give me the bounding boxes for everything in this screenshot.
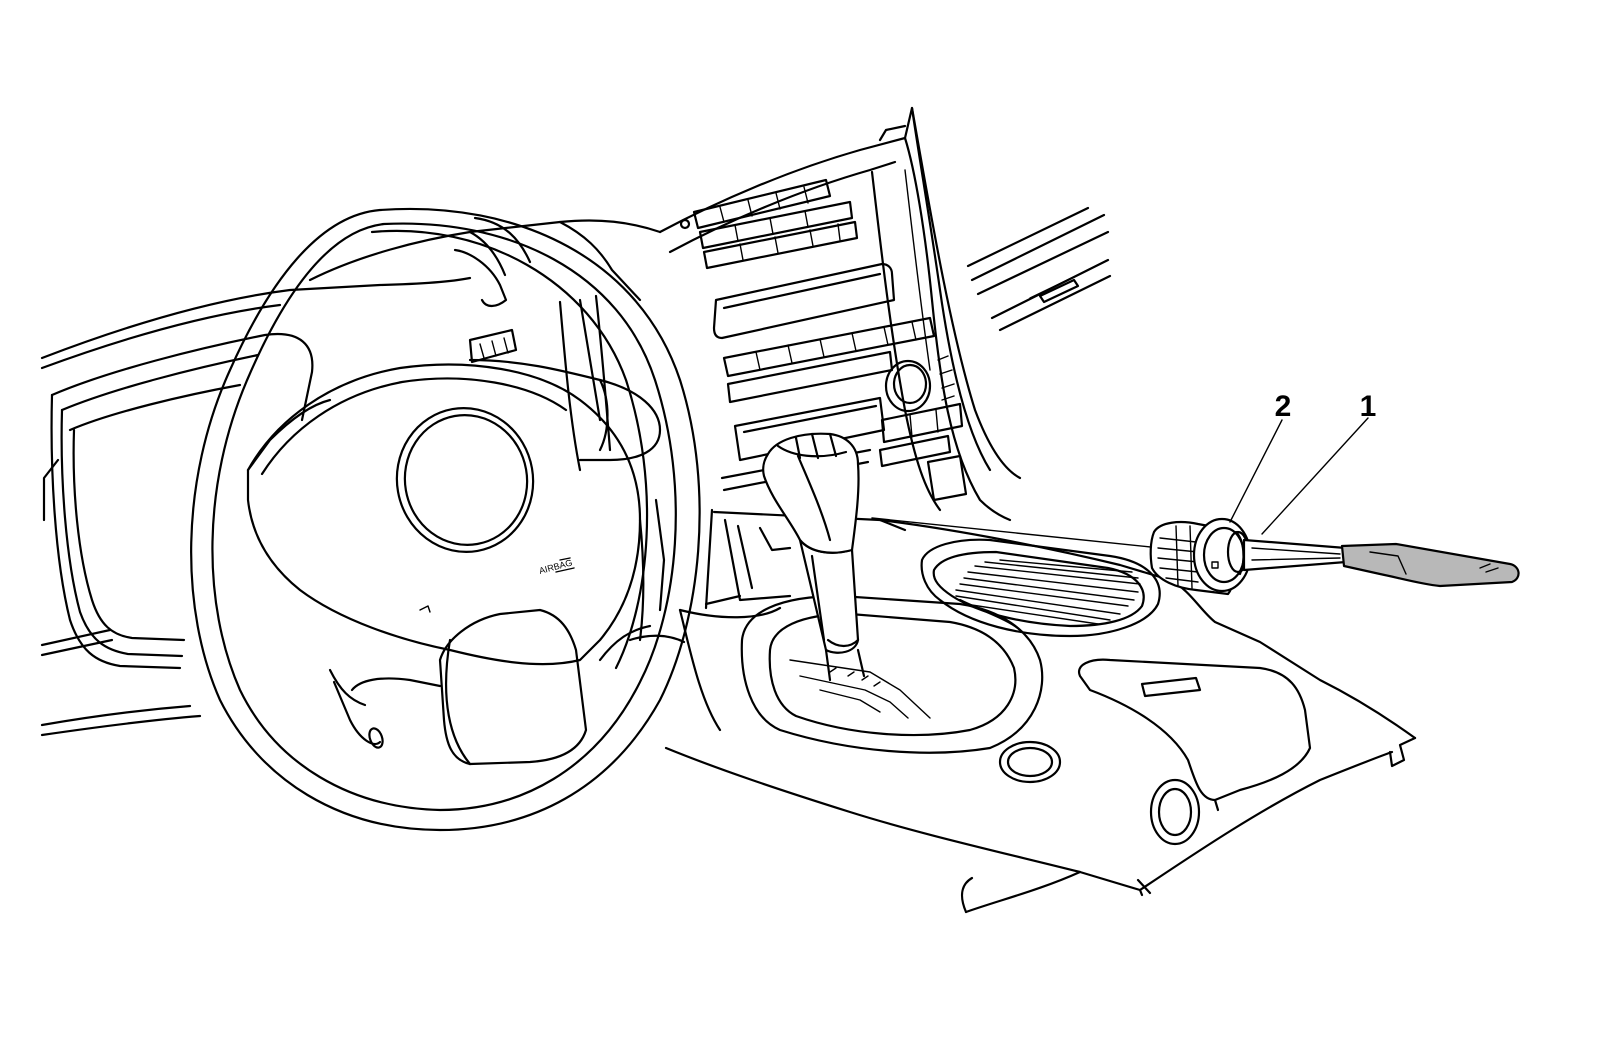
cigarette-lighter-element [1226, 530, 1520, 588]
gear-shift-lever [798, 538, 866, 682]
instrument-cluster-bezel [42, 332, 314, 670]
instrument-panel-left [40, 276, 472, 737]
center-stack [658, 106, 1022, 522]
steering-wheel: AIRBAG [190, 207, 701, 832]
console-round-buttons [998, 740, 1201, 846]
callout-2: 2 [1229, 390, 1292, 523]
radio-preset-buttons-top [679, 178, 859, 270]
cup-holder [920, 538, 1161, 638]
callout-1-label: 1 [1360, 390, 1377, 423]
cigarette-lighter-socket [1149, 517, 1252, 596]
console-storage-lid [1077, 658, 1312, 812]
airbag-label: AIRBAG [538, 557, 573, 575]
callout-1: 1 [1261, 390, 1377, 535]
radio-display [712, 262, 896, 340]
passenger-dash [966, 206, 1112, 332]
shifter-surround [740, 594, 1044, 754]
radio-volume-knob [884, 355, 955, 413]
steering-column [468, 294, 666, 642]
dashboard-top [308, 216, 662, 308]
lighter-alignment-line [871, 517, 1161, 549]
gear-shift-knob [762, 432, 860, 554]
callout-2-label: 2 [1275, 390, 1292, 423]
center-console [664, 518, 1417, 914]
